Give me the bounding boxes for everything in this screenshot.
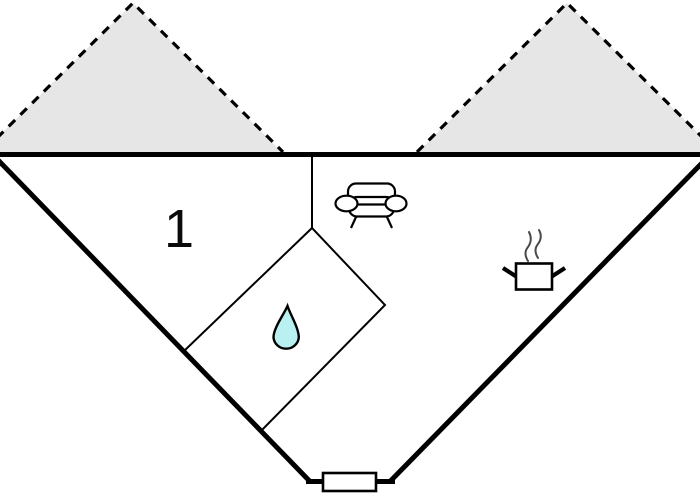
sofa-armrest-left	[334, 194, 359, 213]
roof-overhang-left-fill	[0, 3, 283, 153]
water-drop-icon	[272, 302, 301, 350]
sofa-icon	[334, 182, 408, 229]
sofa-armrest-right	[384, 194, 408, 213]
roof-overhang-left	[0, 0, 285, 154]
roof-overhang-left-dashed-edge	[0, 0, 285, 154]
roof-overhang-right-dashed-edge	[415, 0, 700, 154]
bathroom-partition-walls	[182, 156, 387, 432]
pot-handle-left	[501, 266, 519, 279]
wall-right	[388, 161, 700, 484]
room-1-label: 1	[164, 199, 194, 259]
wall-left	[0, 158, 312, 484]
pot-handle-right	[549, 266, 567, 279]
steam-icon	[524, 231, 532, 262]
sofa-leg-right	[385, 216, 394, 229]
entrance-door	[321, 471, 378, 493]
cooking-pot-icon	[501, 229, 567, 291]
roof-overhang-right	[415, 0, 700, 154]
steam-icon	[534, 229, 542, 259]
roof-overhang-right-fill	[417, 3, 700, 153]
pot-body	[514, 262, 554, 291]
sofa-leg-left	[349, 216, 358, 229]
